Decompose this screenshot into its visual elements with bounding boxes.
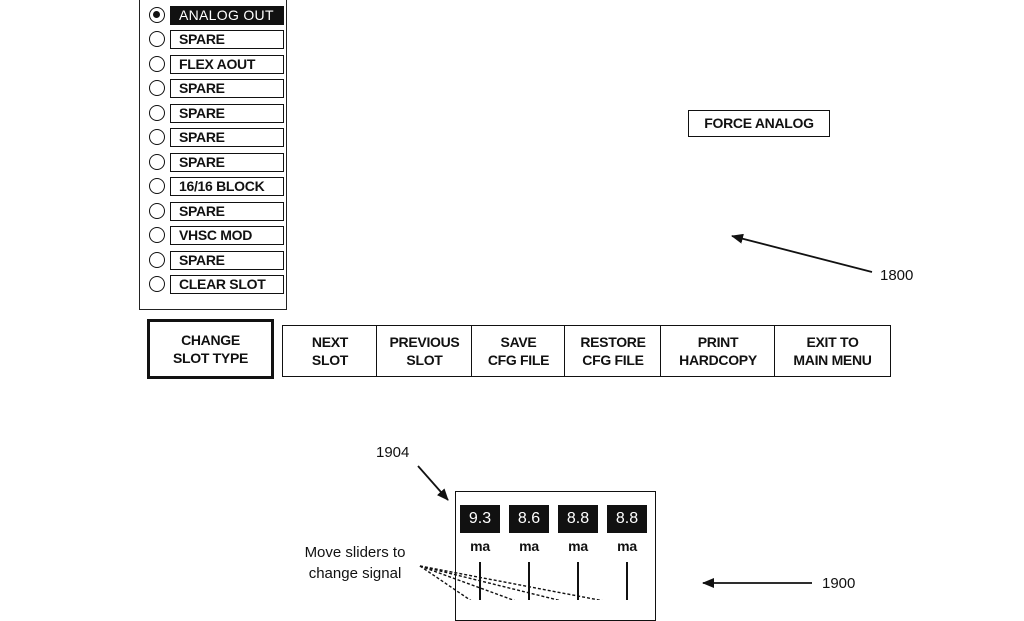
- radio-button[interactable]: [149, 56, 165, 72]
- slot-item-4[interactable]: SPARE: [148, 77, 288, 98]
- slot-label: VHSC MOD: [170, 226, 284, 245]
- slot-item-11[interactable]: SPARE: [148, 249, 288, 270]
- slot-list-panel: ANALOG OUT SPARE FLEX AOUT SPARE SPARE S…: [139, 0, 287, 310]
- slot-item-1[interactable]: ANALOG OUT: [148, 4, 288, 25]
- reference-numeral-1800: 1800: [880, 267, 914, 284]
- slot-label: SPARE: [170, 30, 284, 49]
- radio-button[interactable]: [149, 7, 165, 23]
- slot-label: SPARE: [170, 153, 284, 172]
- slot-item-2[interactable]: SPARE: [148, 28, 288, 49]
- instruction-text: Move sliders to change signal: [304, 544, 406, 582]
- radio-button[interactable]: [149, 129, 165, 145]
- slot-label: 16/16 BLOCK: [170, 177, 284, 196]
- slot-label: ANALOG OUT: [170, 6, 284, 25]
- slot-item-8[interactable]: 16/16 BLOCK: [148, 175, 288, 196]
- slot-label: CLEAR SLOT: [170, 275, 284, 294]
- signal-unit-1: ma: [470, 538, 490, 554]
- radio-button[interactable]: [149, 31, 165, 47]
- signal-readout-4: 8.8: [607, 505, 647, 533]
- radio-button[interactable]: [149, 154, 165, 170]
- radio-button[interactable]: [149, 203, 165, 219]
- signal-readout-1: 9.3: [460, 505, 500, 533]
- next-slot-button[interactable]: NEXT SLOT: [282, 325, 378, 377]
- signal-readout-3: 8.8: [558, 505, 598, 533]
- slot-item-10[interactable]: VHSC MOD: [148, 224, 288, 245]
- leader-arrow-1800: [731, 233, 873, 273]
- change-slot-type-button[interactable]: CHANGE SLOT TYPE: [147, 319, 274, 379]
- slot-label: SPARE: [170, 202, 284, 221]
- reference-numeral-1900: 1900: [822, 575, 856, 592]
- signal-unit-4: ma: [617, 538, 637, 554]
- slot-label: SPARE: [170, 128, 284, 147]
- previous-slot-button[interactable]: PREVIOUS SLOT: [376, 325, 473, 377]
- slot-label: SPARE: [170, 104, 284, 123]
- slot-item-6[interactable]: SPARE: [148, 126, 288, 147]
- restore-cfg-file-button[interactable]: RESTORE CFG FILE: [564, 325, 662, 377]
- radio-button[interactable]: [149, 80, 165, 96]
- slot-label: FLEX AOUT: [170, 55, 284, 74]
- save-cfg-file-button[interactable]: SAVE CFG FILE: [471, 325, 566, 377]
- slot-item-12[interactable]: CLEAR SLOT: [148, 273, 288, 294]
- print-hardcopy-button[interactable]: PRINT HARDCOPY: [660, 325, 776, 377]
- slot-item-7[interactable]: SPARE: [148, 151, 288, 172]
- signal-unit-3: ma: [568, 538, 588, 554]
- slot-item-5[interactable]: SPARE: [148, 102, 288, 123]
- radio-button[interactable]: [149, 252, 165, 268]
- slot-label: SPARE: [170, 251, 284, 270]
- slot-item-3[interactable]: FLEX AOUT: [148, 53, 288, 74]
- signal-readout-2: 8.6: [509, 505, 549, 533]
- radio-button[interactable]: [149, 105, 165, 121]
- radio-button[interactable]: [149, 276, 165, 292]
- signal-unit-2: ma: [519, 538, 539, 554]
- force-analog-box: FORCE ANALOG: [688, 110, 830, 137]
- exit-to-main-menu-button[interactable]: EXIT TO MAIN MENU: [774, 325, 891, 377]
- slot-label: SPARE: [170, 79, 284, 98]
- leader-arrow-1904: [417, 465, 449, 501]
- radio-button[interactable]: [149, 178, 165, 194]
- radio-button[interactable]: [149, 227, 165, 243]
- reference-numeral-1904: 1904: [376, 444, 410, 461]
- slot-item-9[interactable]: SPARE: [148, 200, 288, 221]
